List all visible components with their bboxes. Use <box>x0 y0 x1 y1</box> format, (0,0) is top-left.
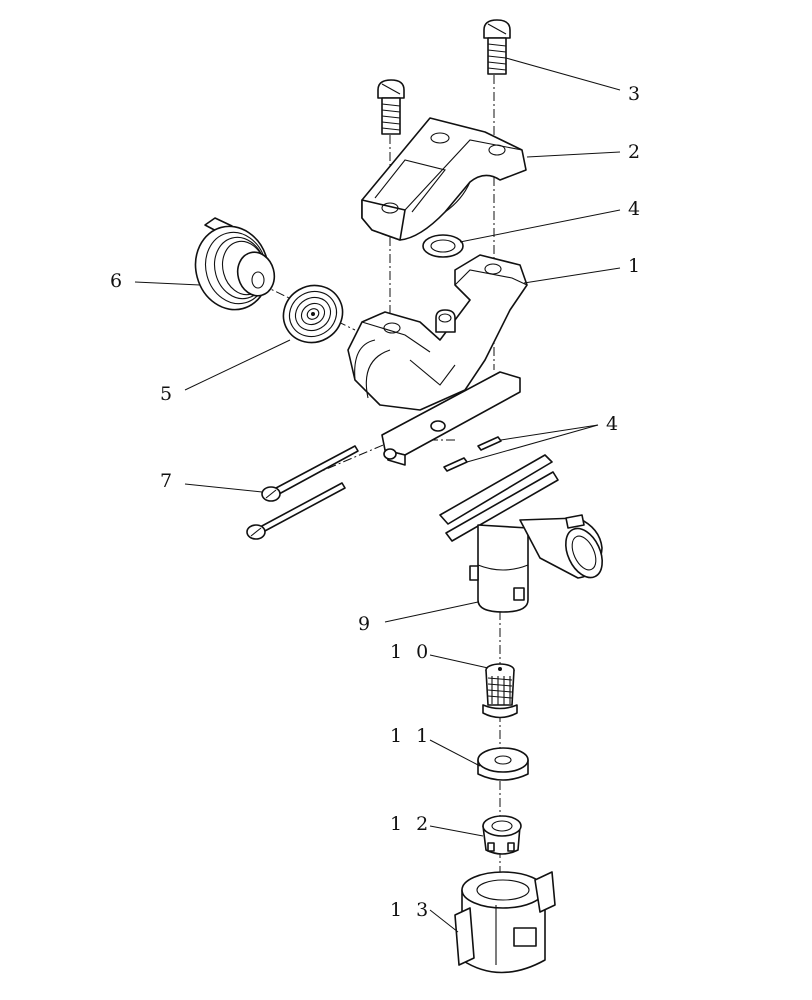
callout-4-upper: 4 <box>628 198 644 220</box>
callout-12: 1 2 <box>390 813 432 835</box>
callout-1: 1 <box>628 255 644 277</box>
retaining-cap-part-13 <box>454 871 556 974</box>
screw-part-3 <box>483 19 511 75</box>
callout-7: 7 <box>160 470 176 492</box>
bracket-body-part-1 <box>347 254 528 411</box>
nozzle-body-part-9 <box>439 454 603 613</box>
callout-11: 1 1 <box>390 725 432 747</box>
callout-2: 2 <box>628 141 644 163</box>
callout-9: 9 <box>358 613 374 635</box>
spacer-ring-part-11 <box>477 747 529 781</box>
long-bolts-part-7 <box>246 445 359 540</box>
retaining-pins-part-4 <box>443 436 502 472</box>
filter-element-part-10 <box>482 663 518 719</box>
callout-4-lower: 4 <box>606 413 622 435</box>
washer-part-4 <box>422 234 464 258</box>
callout-labels: 3 2 4 1 4 5 6 7 9 1 0 1 1 1 2 1 3 <box>110 83 644 921</box>
callout-10: 1 0 <box>390 641 432 663</box>
callout-5: 5 <box>160 383 176 405</box>
leader-lines <box>134 57 621 933</box>
threaded-plug-part-6 <box>194 217 276 311</box>
screw-part-3-left <box>377 79 405 135</box>
callout-6: 6 <box>110 270 126 292</box>
clamp-cap-part-2 <box>361 117 527 241</box>
callout-13: 1 3 <box>390 899 432 921</box>
nozzle-tip-part-12 <box>482 815 522 855</box>
callout-3: 3 <box>628 83 644 105</box>
clamp-bar <box>381 371 521 466</box>
filter-disc-part-5 <box>282 284 344 344</box>
